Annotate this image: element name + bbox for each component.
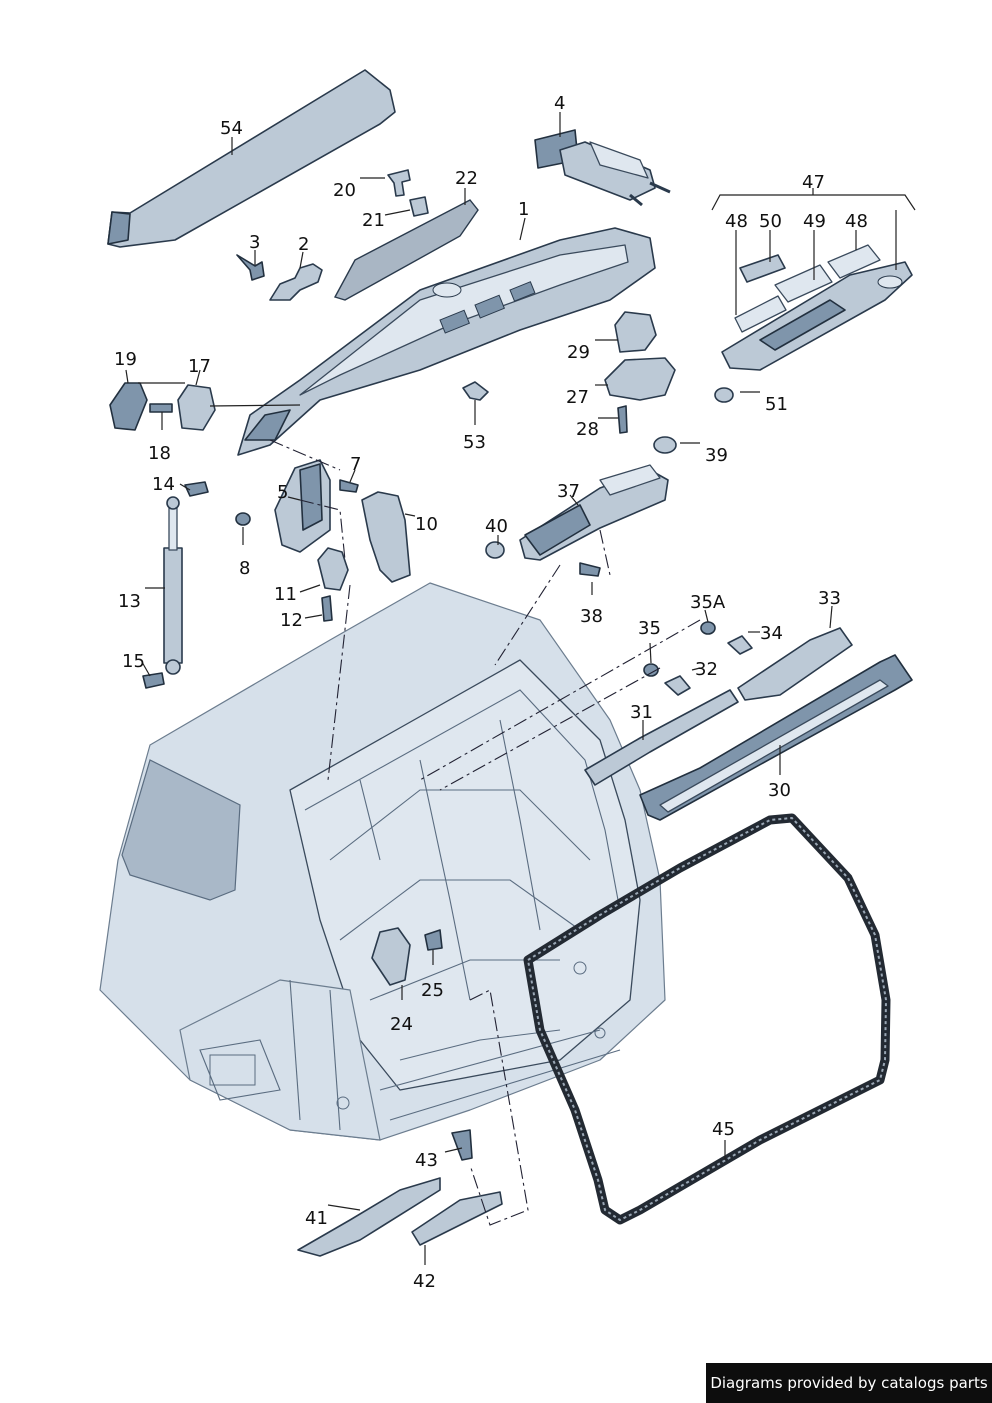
leader-lines <box>125 112 916 1265</box>
part-34-clip <box>727 635 753 655</box>
part-21-nut <box>409 196 429 217</box>
attribution-text: Diagrams provided by catalogs parts <box>710 1374 988 1392</box>
label-34: 34 <box>760 623 783 644</box>
part-35-clip <box>643 663 659 677</box>
label-10: 10 <box>415 514 438 535</box>
label-1: 1 <box>518 199 529 220</box>
label-45: 45 <box>712 1119 735 1140</box>
part-24-striker <box>371 927 411 986</box>
label-48-left: 48 <box>725 211 748 232</box>
part-42-bracket <box>411 1191 503 1246</box>
part-41-switch <box>297 1177 441 1257</box>
label-4: 4 <box>554 93 565 114</box>
label-28: 28 <box>576 419 599 440</box>
part-number-labels: 54 4 1 22 20 21 3 2 47 48 50 49 48 51 29… <box>114 93 868 1292</box>
label-54: 54 <box>220 118 243 139</box>
part-43-screw <box>451 1129 473 1161</box>
label-12: 12 <box>280 610 303 631</box>
part-2-bracket <box>269 263 323 301</box>
part-27-lock <box>604 357 676 401</box>
part-3-screw <box>236 254 265 281</box>
label-48-right: 48 <box>845 211 868 232</box>
label-27: 27 <box>566 387 589 408</box>
part-39-grommet <box>653 436 677 454</box>
part-38-screw <box>579 562 601 577</box>
label-29: 29 <box>567 342 590 363</box>
part-17-bumper <box>177 384 216 431</box>
label-8: 8 <box>239 558 250 579</box>
part-19-cover <box>109 382 148 431</box>
part-40-grommet <box>485 541 505 559</box>
part-15-ball-stud <box>142 672 165 689</box>
part-4-damper <box>534 129 671 207</box>
attribution-badge: Diagrams provided by catalogs parts <box>706 1363 992 1403</box>
label-14: 14 <box>152 474 175 495</box>
part-54-spoiler <box>107 69 396 248</box>
label-22: 22 <box>455 168 478 189</box>
part-53-clip <box>462 381 489 401</box>
label-15: 15 <box>122 651 145 672</box>
part-12-bolt <box>321 595 333 622</box>
part-25-bolt <box>424 929 443 951</box>
part-31-trim <box>584 689 739 786</box>
label-33: 33 <box>818 588 841 609</box>
label-35: 35 <box>638 618 661 639</box>
label-13: 13 <box>118 591 141 612</box>
label-11: 11 <box>274 584 297 605</box>
label-35a: 35A <box>690 592 726 613</box>
part-29-cap <box>614 311 657 353</box>
label-47: 47 <box>802 172 825 193</box>
part-14-ball-stud <box>184 481 209 497</box>
label-3: 3 <box>249 232 260 253</box>
dash-lines <box>269 439 701 1226</box>
label-18: 18 <box>148 443 171 464</box>
label-2: 2 <box>298 234 309 255</box>
label-37: 37 <box>557 481 580 502</box>
car-body-rear <box>99 582 666 1141</box>
label-21: 21 <box>362 210 385 231</box>
label-42: 42 <box>413 1271 436 1292</box>
part-37-actuator <box>519 464 669 561</box>
label-43: 43 <box>415 1150 438 1171</box>
label-17: 17 <box>188 356 211 377</box>
part-18-screw <box>149 403 173 413</box>
label-41: 41 <box>305 1208 328 1229</box>
label-19: 19 <box>114 349 137 370</box>
label-31: 31 <box>630 702 653 723</box>
label-5: 5 <box>277 482 288 503</box>
part-32-clip <box>664 675 691 696</box>
label-49: 49 <box>803 211 826 232</box>
label-53: 53 <box>463 432 486 453</box>
label-40: 40 <box>485 516 508 537</box>
label-25: 25 <box>421 980 444 1001</box>
part-7-bolt <box>339 479 359 493</box>
part-35a-clip <box>700 621 716 635</box>
part-28-screw <box>617 405 628 434</box>
label-24: 24 <box>390 1014 413 1035</box>
part-20-clip <box>387 169 411 197</box>
label-7: 7 <box>350 454 361 475</box>
part-10-bracket <box>361 491 411 583</box>
part-1-tailgate-trim <box>237 227 656 456</box>
part-11-bracket <box>317 547 349 591</box>
part-33-trim <box>737 627 853 701</box>
label-51: 51 <box>765 394 788 415</box>
label-39: 39 <box>705 445 728 466</box>
part-13-gas-strut <box>163 496 183 675</box>
part-45-seal <box>523 813 891 1225</box>
part-8-nut <box>235 512 251 526</box>
label-38: 38 <box>580 606 603 627</box>
part-51-grommet <box>714 387 734 403</box>
label-20: 20 <box>333 180 356 201</box>
part-47-cover-assembly <box>721 244 913 371</box>
label-30: 30 <box>768 780 791 801</box>
label-32: 32 <box>695 659 718 680</box>
part-22-foam-strip <box>333 199 479 301</box>
label-50: 50 <box>759 211 782 232</box>
